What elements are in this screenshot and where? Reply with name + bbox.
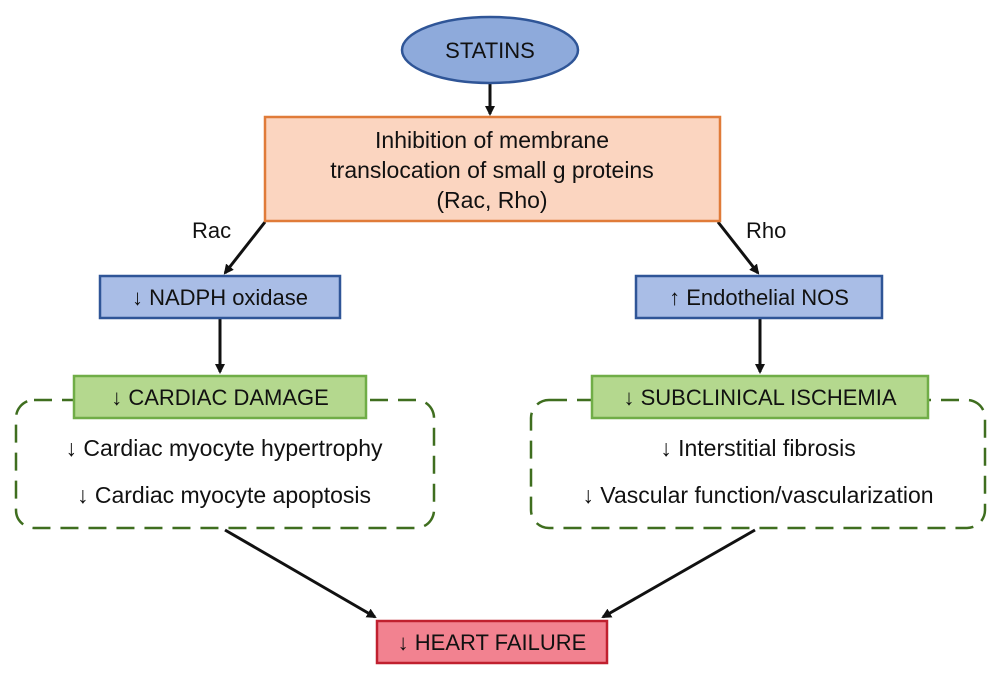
inhibition-line-1: Inhibition of membrane <box>375 127 609 153</box>
ischemia-header-label: ↓ SUBCLINICAL ISCHEMIA <box>623 385 896 410</box>
node-inhibition: Inhibition of membrane translocation of … <box>263 115 722 223</box>
nadph-shape <box>98 274 342 320</box>
cardiac-damage-group-border <box>14 398 436 530</box>
cardiac-damage-item-2: ↓ Cardiac myocyte apoptosis <box>77 482 371 508</box>
cardiac-damage-header-shape <box>72 374 368 420</box>
nadph-label: ↓ NADPH oxidase <box>132 285 308 310</box>
group-subclinical-ischemia: ↓ SUBCLINICAL ISCHEMIA ↓ Interstitial fi… <box>529 374 987 530</box>
node-nadph-oxidase: ↓ NADPH oxidase <box>98 274 342 320</box>
statins-shape <box>400 15 580 85</box>
cardiac-damage-header-label: ↓ CARDIAC DAMAGE <box>111 385 329 410</box>
inhibition-line-3: (Rac, Rho) <box>436 187 547 213</box>
group-cardiac-damage: ↓ CARDIAC DAMAGE ↓ Cardiac myocyte hyper… <box>14 374 436 530</box>
statins-label: STATINS <box>445 38 535 63</box>
enos-shape <box>634 274 884 320</box>
inhibition-shape <box>263 115 722 223</box>
inhibition-line-2: translocation of small g proteins <box>330 157 653 183</box>
heart-failure-shape <box>375 619 609 665</box>
edge-inhibition-to-enos <box>716 221 760 275</box>
node-heart-failure: ↓ HEART FAILURE <box>375 619 609 665</box>
node-statins: STATINS <box>400 15 580 85</box>
edge-ischemia-to-heart-failure <box>601 528 756 619</box>
cardiac-damage-item-1: ↓ Cardiac myocyte hypertrophy <box>65 435 383 461</box>
ischemia-item-1: ↓ Interstitial fibrosis <box>660 435 856 461</box>
ischemia-header-shape <box>590 374 930 420</box>
edge-label-rac: Rac <box>192 218 231 243</box>
heart-failure-label: ↓ HEART FAILURE <box>398 630 587 655</box>
edge-label-rho: Rho <box>746 218 786 243</box>
edge-cardiac-damage-to-heart-failure <box>224 528 377 619</box>
edges <box>215 84 765 619</box>
node-endothelial-nos: ↑ Endothelial NOS <box>634 274 884 320</box>
ischemia-item-2: ↓ Vascular function/vascularization <box>582 482 933 508</box>
enos-label: ↑ Endothelial NOS <box>669 285 849 310</box>
edge-inhibition-to-nadph <box>223 221 267 275</box>
